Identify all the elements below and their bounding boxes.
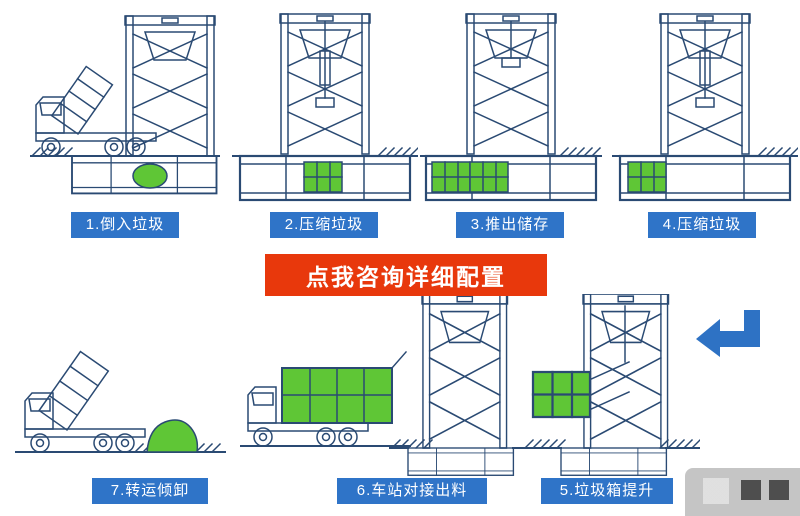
arrow-left-icon (696, 310, 760, 357)
truck-dumping-into-pit-illustration (29, 15, 221, 195)
consult-banner[interactable]: 点我咨询详细配置 (265, 254, 547, 296)
panel-step-1 (29, 6, 221, 206)
panel-step-4 (611, 6, 799, 206)
step-label-4: 4.压缩垃圾 (648, 212, 756, 238)
container-lifting-illustration (524, 293, 701, 476)
step-label-3: 3.推出储存 (456, 212, 564, 238)
truck-docking-station-illustration (239, 293, 526, 476)
compression-tower-illustration-2 (611, 13, 799, 202)
panel-step-3 (419, 6, 603, 206)
flow-arrow (692, 306, 768, 366)
transfer-truck-tipping-illustration (14, 350, 226, 453)
watermark (685, 468, 800, 516)
step-label-1: 1.倒入垃圾 (71, 212, 179, 238)
step-label-2: 2.压缩垃圾 (270, 212, 378, 238)
panel-step-2 (231, 6, 419, 206)
step-label-6: 6.车站对接出料 (337, 478, 487, 504)
step-label-7: 7.转运倾卸 (92, 478, 208, 504)
push-to-storage-illustration (419, 13, 603, 202)
panel-step-6 (239, 293, 526, 489)
panel-step-7 (14, 300, 230, 475)
step-label-5: 5.垃圾箱提升 (541, 478, 673, 504)
compression-tower-illustration (231, 13, 419, 202)
panel-step-5 (524, 293, 701, 489)
